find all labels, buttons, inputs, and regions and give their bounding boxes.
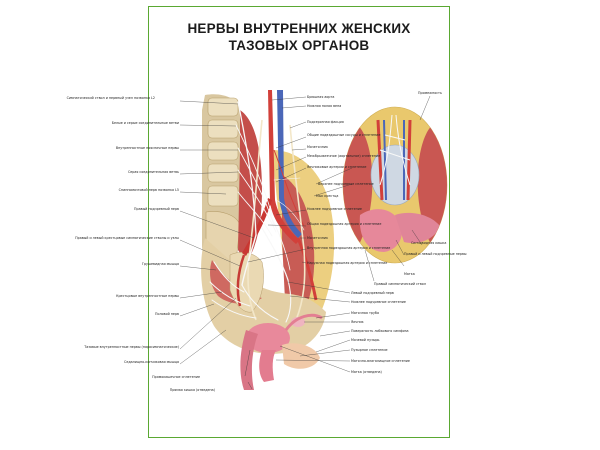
label-common-iliac-vessels: Общие подвздошные сосуды и сплетение (307, 133, 380, 137)
label-piriformis: Грушевидная мышца (142, 262, 179, 266)
label-sympathetic-trunk-l2: Симпатический ствол и нервный узел позво… (67, 96, 155, 100)
label-bladder: Мочевой пузырь (351, 338, 380, 342)
label-ivc: Нижняя полая вена (307, 104, 341, 108)
label-pudendal-nerve: Половой нерв (155, 312, 179, 316)
label-pelvic-splanchnic: Тазовые внутренностные нервы (парасимпат… (83, 345, 179, 349)
labels-inset: Промежность Сигмовидная кишка Правый и л… (374, 91, 467, 286)
label-perineum: Промежность (418, 91, 442, 95)
label-rami-communicantes: Белые и серые соединительные ветви (112, 121, 179, 125)
label-sacral-promontory: Мыс крестца (316, 194, 338, 198)
label-sacral-splanchnic: Крестцовые внутренностные нервы (116, 294, 179, 298)
rectum-main (240, 330, 258, 390)
vagina-main (259, 350, 276, 382)
label-ovarian-arteries: Яичниковые артерии и сплетение (307, 165, 366, 169)
labels-center: Брюшная аорта Нижняя полая вена Подсероз… (307, 95, 390, 265)
label-common-iliac-artery: Общая подвздошная артерия и сплетение (307, 222, 381, 226)
aorta-left-common-iliac (242, 198, 272, 256)
label-ovary: Яичник (351, 320, 364, 324)
inferior-vena-cava (277, 90, 302, 238)
label-left-hypogastric-nerve: Левый подчревный нерв (351, 291, 394, 295)
label-subserous-fascia: Подсерозная фасция (307, 120, 344, 124)
label-vesical-plexus: Пузырное сплетение (351, 348, 388, 352)
title-line-1: НЕРВЫ ВНУТРЕННИХ ЖЕНСКИХ (187, 21, 411, 36)
label-inferior-hypogastric-plexus: Нижнее подчревное сплетение (351, 300, 406, 304)
label-right-hypogastric-nerve: Правый подчревный нерв (134, 207, 179, 211)
main-pelvis-illustration (201, 90, 335, 390)
label-rectum: Прямая кишка (отведена) (170, 388, 215, 392)
external-iliac-artery (296, 237, 318, 301)
uterus-main (246, 323, 290, 353)
nerve-network (209, 101, 305, 323)
label-abdominal-aorta: Брюшная аорта (307, 95, 334, 99)
label-right-sympathetic-trunk: Правый симпатический ствол (374, 282, 426, 286)
labels-right-lower: Левый подчревный нерв Нижнее подчревное … (351, 291, 410, 374)
fallopian-tube-main (284, 313, 323, 331)
label-line: Симпатический ствол и нервный узел позво… (67, 96, 155, 100)
labels-left: Симпатический ствол и нервный узел позво… (67, 96, 180, 364)
label-superior-hypogastric-plexus: Верхнее подчревное сплетение (318, 182, 374, 186)
inset-pelvis-illustration (342, 106, 448, 264)
ureter-left (247, 119, 263, 321)
label-internal-iliac-artery: Внутренняя подвздошная артерия и сплетен… (307, 246, 390, 250)
label-intermesenteric-plexus: Межбрыжеечное (аортальное) сплетение (307, 154, 380, 158)
label-inferior-hypogastric-plexus-center: Нижнее подчревное сплетение (307, 207, 362, 211)
label-fallopian-tube: Маточная труба (351, 311, 379, 315)
label-sigmoid-colon: Сигмовидная кишка (411, 241, 446, 245)
label-rectal-plexus: Прямокишечное сплетение (152, 375, 200, 379)
label-ureter-2: Мочеточник (307, 236, 328, 240)
label-uterus-inset: Матка (404, 272, 415, 276)
label-ureter-1: Мочеточник (307, 145, 328, 149)
label-sacral-sympathetic-trunks: Правый и левый крестцовые симпатические … (75, 236, 179, 240)
labels-bottom: Прямокишечное сплетение Прямая кишка (от… (152, 375, 215, 392)
label-gray-ramus: Серая соединительная ветвь (128, 170, 179, 174)
label-external-iliac-artery: Наружная подвздошная артерия и сплетение (307, 261, 387, 265)
title-line-2: ТАЗОВЫХ ОРГАНОВ (228, 38, 370, 53)
label-hypogastric-nerves: Правый и левый подчревные нервы (404, 252, 467, 256)
leader-lines (179, 95, 431, 390)
label-uterovaginal-plexus: Маточно-влагалищное сплетение (351, 359, 410, 363)
poster-title: НЕРВЫ ВНУТРЕННИХ ЖЕНСКИХ ТАЗОВЫХ ОРГАНОВ (149, 20, 449, 54)
label-uterus-retracted: Матка (отведена) (351, 370, 382, 374)
abdominal-aorta (268, 90, 300, 244)
label-spinal-nerve-l5: Спинномозговой нерв позвонка L5 (119, 188, 179, 192)
label-coccygeus: Седалищно-копчиковая мышца (124, 360, 179, 364)
label-pubic-symphysis: Поверхность лобкового симфиза (351, 329, 409, 333)
label-lumbar-splanchnic: Внутренностные поясничные нервы (116, 146, 180, 150)
ureter-right (289, 124, 306, 321)
